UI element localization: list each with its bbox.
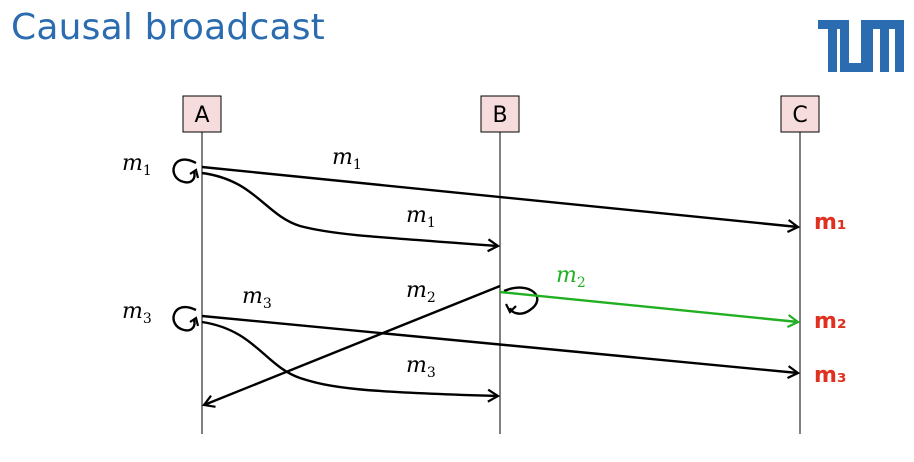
tum-logo <box>818 20 904 72</box>
label-m1-at-a: m1 <box>122 151 152 179</box>
process-box-a: A <box>182 95 222 133</box>
slide-title: Causal broadcast <box>11 7 325 48</box>
self-loop-m2 <box>503 286 539 315</box>
label-m3-to-b: m3 <box>406 353 436 381</box>
label-m3-at-a: m3 <box>122 299 152 327</box>
label-m2-to-a: m2 <box>406 278 436 306</box>
arrow-m3-a-to-b <box>201 320 498 396</box>
self-loop-m1 <box>172 158 197 184</box>
arrow-m1-a-to-b <box>201 171 498 246</box>
arrow-m3-a-to-c <box>201 314 798 373</box>
arrow-m2-b-to-c <box>499 290 798 322</box>
arrow-m2-b-to-a <box>204 284 501 405</box>
process-label-b: B <box>492 103 507 128</box>
label-m1-to-b: m1 <box>406 203 436 231</box>
process-label-a: A <box>194 103 209 128</box>
self-loop-m3 <box>172 306 197 332</box>
arrow-m1-a-to-c <box>201 165 798 227</box>
process-box-c: C <box>780 95 820 133</box>
process-box-b: B <box>480 95 520 133</box>
label-m2-to-c: m2 <box>556 263 586 291</box>
label-m3-to-c: m3 <box>242 284 272 312</box>
handwritten-delivered-m2: m₂ <box>814 309 847 334</box>
handwritten-delivered-m3: m₃ <box>814 363 847 388</box>
process-label-c: C <box>792 103 807 128</box>
label-m1-to-c: m1 <box>332 145 362 173</box>
handwritten-delivered-m1: m₁ <box>814 210 847 235</box>
